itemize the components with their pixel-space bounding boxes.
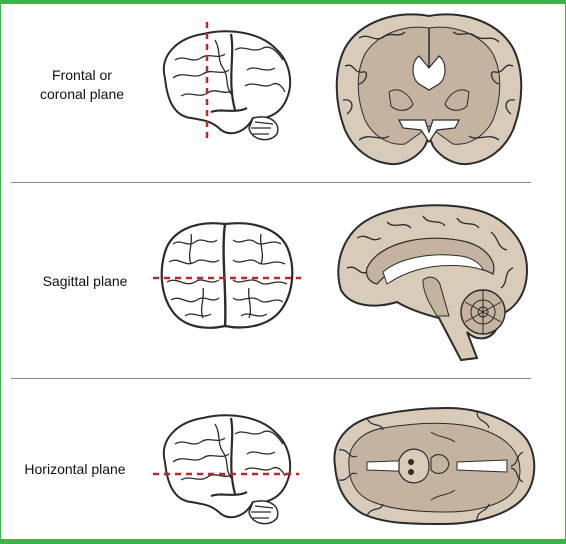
frontal-plane-label: Frontal or coronal plane <box>39 67 125 102</box>
sagittal-section <box>337 204 529 362</box>
horizontal-section <box>333 406 536 526</box>
horizontal-plane-label: Horizontal plane <box>24 461 126 477</box>
sagittal-plane-label: Sagittal plane <box>42 273 128 289</box>
lateral-brain-frontal-cut <box>162 22 292 142</box>
row-divider-2 <box>11 378 531 379</box>
top-view-brain-sagittal-cut <box>153 222 301 329</box>
row-divider-1 <box>11 182 531 183</box>
lateral-brain-horizontal-cut <box>153 414 299 525</box>
coronal-section <box>335 13 523 166</box>
